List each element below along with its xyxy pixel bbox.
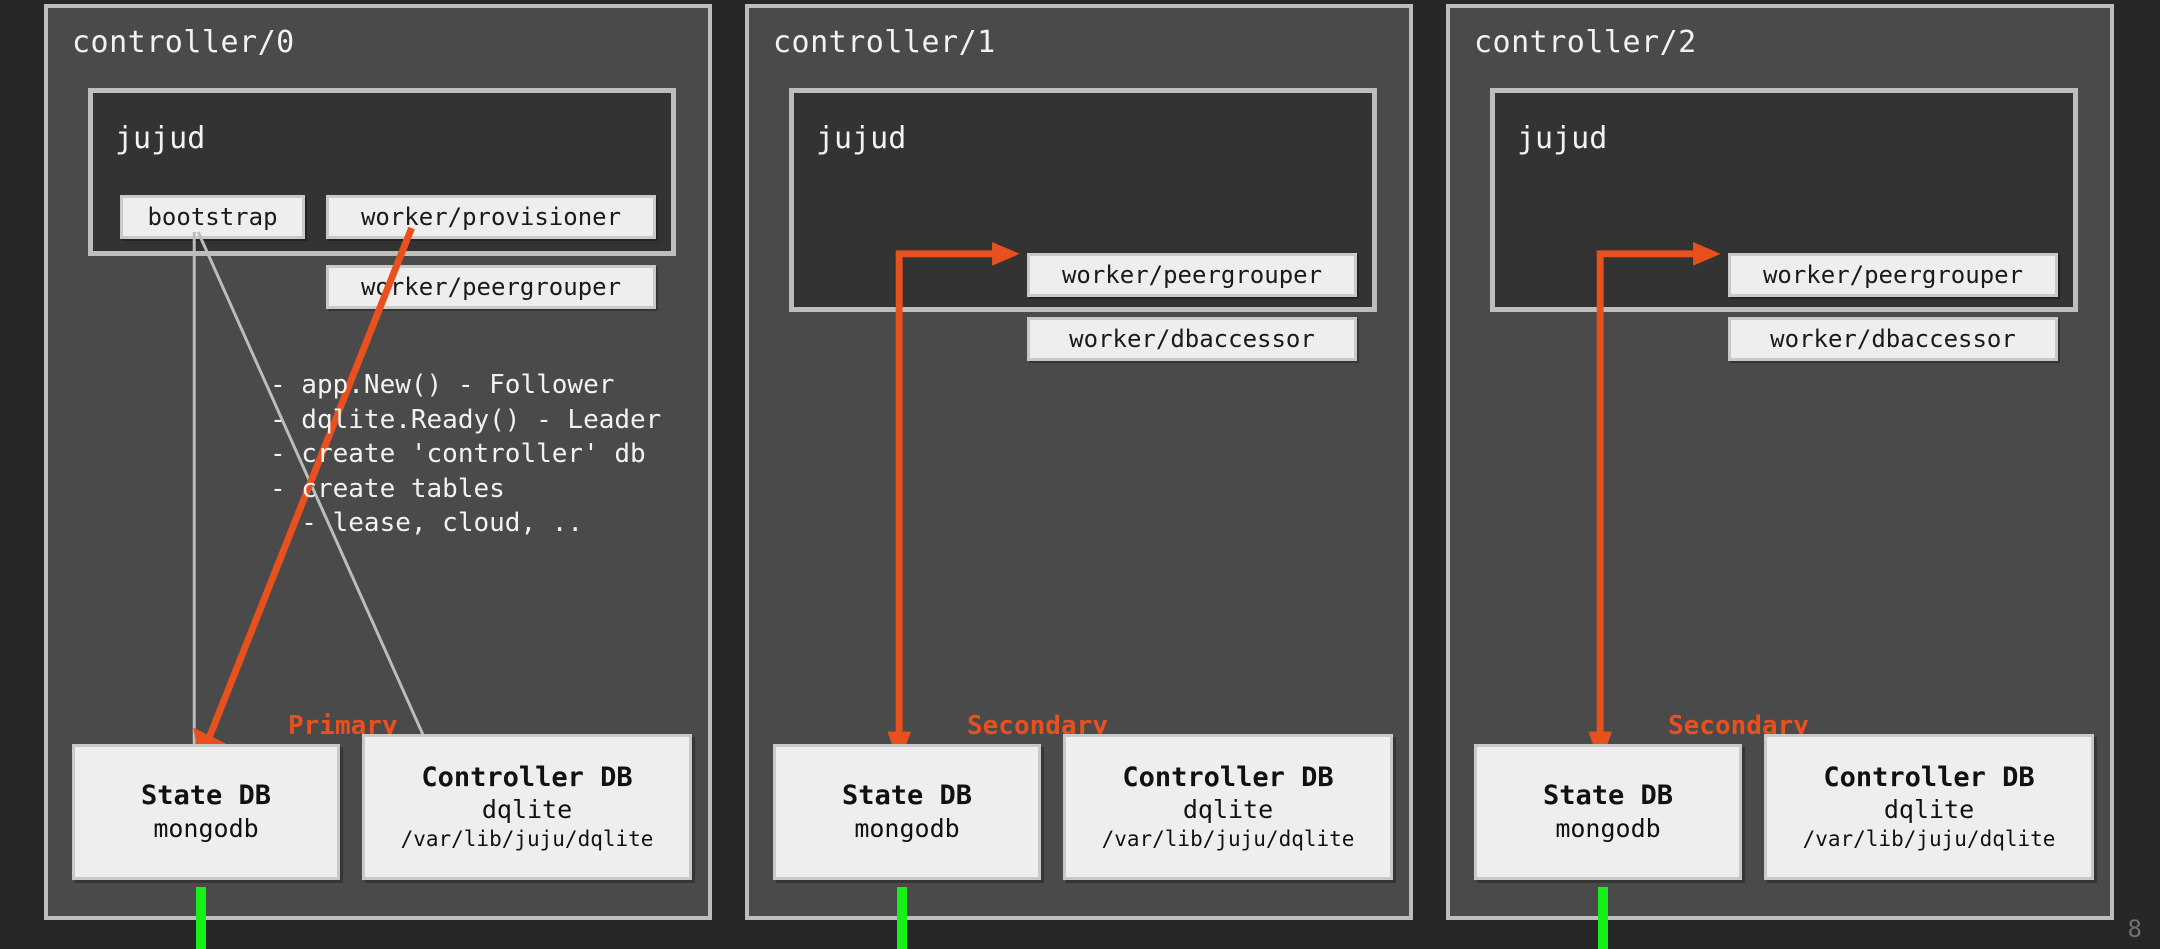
db-path: /var/lib/juju/dqlite bbox=[1101, 826, 1355, 851]
db-engine: mongodb bbox=[1555, 813, 1661, 843]
note-line-1: - app.New() - Follower bbox=[270, 370, 615, 400]
db-engine: dqlite bbox=[1883, 795, 1975, 825]
chip-worker-peergrouper[interactable]: worker/peergrouper bbox=[1728, 253, 2058, 297]
db-engine: dqlite bbox=[1182, 795, 1274, 825]
note-line-4: - create tables bbox=[270, 473, 505, 504]
db-engine: dqlite bbox=[481, 795, 573, 825]
mongodb-replica-link-2 bbox=[1598, 887, 1608, 949]
db-name: Controller DB bbox=[421, 762, 633, 794]
db-state-2: State DB mongodb bbox=[1474, 744, 1742, 880]
db-controller-2: Controller DB dqlite /var/lib/juju/dqlit… bbox=[1764, 734, 2094, 880]
panel-title-0: controller/0 bbox=[72, 25, 295, 60]
db-engine: mongodb bbox=[153, 813, 259, 843]
db-engine: mongodb bbox=[854, 813, 960, 843]
controller-panel-2: controller/2 jujud worker/peergrouper wo… bbox=[1446, 4, 2114, 920]
db-name: State DB bbox=[1542, 780, 1674, 812]
jujud-container-0: jujud bootstrap worker/provisioner worke… bbox=[88, 88, 676, 309]
jujud-label-1: jujud bbox=[816, 121, 907, 156]
jujud-label-2: jujud bbox=[1517, 121, 1608, 156]
mongodb-replica-link-1 bbox=[897, 887, 907, 949]
db-controller-0: Controller DB dqlite /var/lib/juju/dqlit… bbox=[362, 734, 692, 880]
db-name: Controller DB bbox=[1823, 762, 2035, 794]
panel-title-2: controller/2 bbox=[1474, 25, 1697, 60]
db-path: /var/lib/juju/dqlite bbox=[1802, 826, 2056, 851]
db-controller-1: Controller DB dqlite /var/lib/juju/dqlit… bbox=[1063, 734, 1393, 880]
bootstrap-note: - app.New() - Follower - dqlite.Ready() … bbox=[270, 368, 661, 541]
chip-worker-peergrouper[interactable]: worker/peergrouper bbox=[1027, 253, 1357, 297]
controller-panel-0: controller/0 jujud bootstrap worker/prov… bbox=[44, 4, 712, 920]
db-name: Controller DB bbox=[1122, 762, 1334, 794]
note-line-2: - dqlite.Ready() - Leader bbox=[270, 404, 662, 435]
note-line-3: - create 'controller' db bbox=[270, 439, 646, 470]
jujud-container-1: jujud worker/peergrouper worker/dbaccess… bbox=[789, 88, 1377, 361]
db-state-0: State DB mongodb bbox=[72, 744, 340, 880]
chip-worker-dbaccessor[interactable]: worker/dbaccessor bbox=[1027, 317, 1357, 361]
page-number: 8 bbox=[2127, 915, 2142, 943]
db-path: /var/lib/juju/dqlite bbox=[400, 826, 654, 851]
db-name: State DB bbox=[841, 780, 973, 812]
chip-bootstrap[interactable]: bootstrap bbox=[120, 195, 305, 239]
note-line-5: - lease, cloud, .. bbox=[270, 508, 584, 539]
chip-worker-dbaccessor[interactable]: worker/dbaccessor bbox=[1728, 317, 2058, 361]
jujud-label-0: jujud bbox=[115, 121, 206, 156]
controller-panel-1: controller/1 jujud worker/peergrouper wo… bbox=[745, 4, 1413, 920]
chip-worker-provisioner[interactable]: worker/provisioner bbox=[326, 195, 656, 239]
db-state-1: State DB mongodb bbox=[773, 744, 1041, 880]
chip-worker-peergrouper[interactable]: worker/peergrouper bbox=[326, 265, 656, 309]
panel-title-1: controller/1 bbox=[773, 25, 996, 60]
mongodb-replica-link-0 bbox=[196, 887, 206, 949]
db-name: State DB bbox=[140, 780, 272, 812]
jujud-container-2: jujud worker/peergrouper worker/dbaccess… bbox=[1490, 88, 2078, 361]
